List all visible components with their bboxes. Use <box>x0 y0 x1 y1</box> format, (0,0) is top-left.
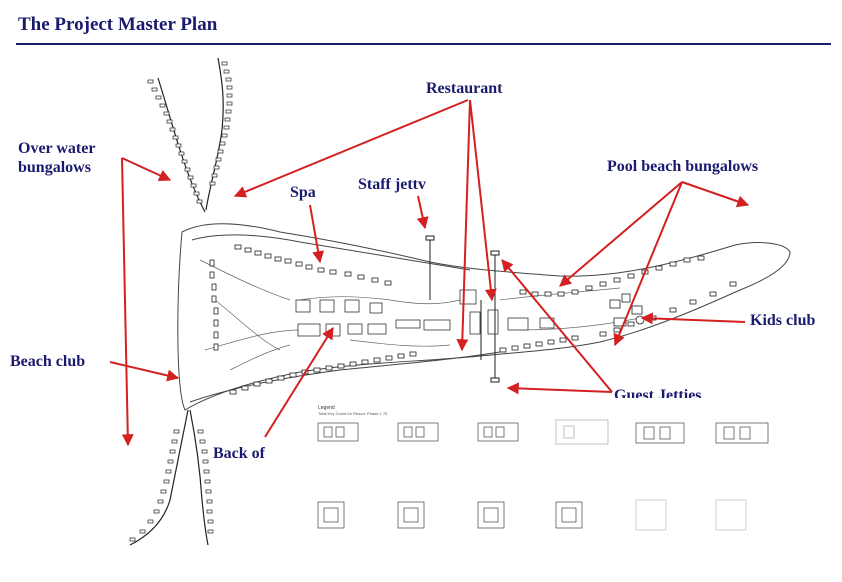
island-roads <box>199 259 641 371</box>
label-staff-jetty: Staff jettv <box>358 176 426 193</box>
title-underline <box>16 43 831 45</box>
legend-thumbnails <box>317 419 769 531</box>
north-overwater-units <box>147 61 233 204</box>
label-over-water-line2: bungalows <box>18 159 91 176</box>
central-buildings <box>295 289 555 337</box>
label-back-of: Back of <box>213 445 265 462</box>
label-over-water-line1: Over water <box>18 140 96 157</box>
north-overwater-bungalows <box>157 57 224 213</box>
label-spa: Spa <box>290 184 316 201</box>
north-coast-bungalows <box>234 244 705 297</box>
south-overwater-bungalows <box>129 409 209 546</box>
south-overwater-units <box>129 429 214 542</box>
label-restaurant: Restaurant <box>426 80 503 97</box>
jetties <box>425 235 500 383</box>
label-beach-club: Beach club <box>10 353 86 370</box>
kids-club-buildings <box>609 293 645 327</box>
west-coast-bungalows <box>209 259 219 351</box>
page-title: The Project Master Plan <box>18 14 218 35</box>
label-guest-jetties: Guest Jetties <box>614 387 702 398</box>
legend-title: Legend <box>318 405 335 411</box>
legend-subtitle: Total Key Count for Resort: Phase 1 75 <box>318 411 388 416</box>
label-pool-beach-bungalows: Pool beach bungalows <box>607 158 759 175</box>
annotation-arrows <box>109 99 750 447</box>
label-guest-jetties-clip: Guest Jetties <box>614 386 734 398</box>
label-kids-club: Kids club <box>750 312 816 329</box>
